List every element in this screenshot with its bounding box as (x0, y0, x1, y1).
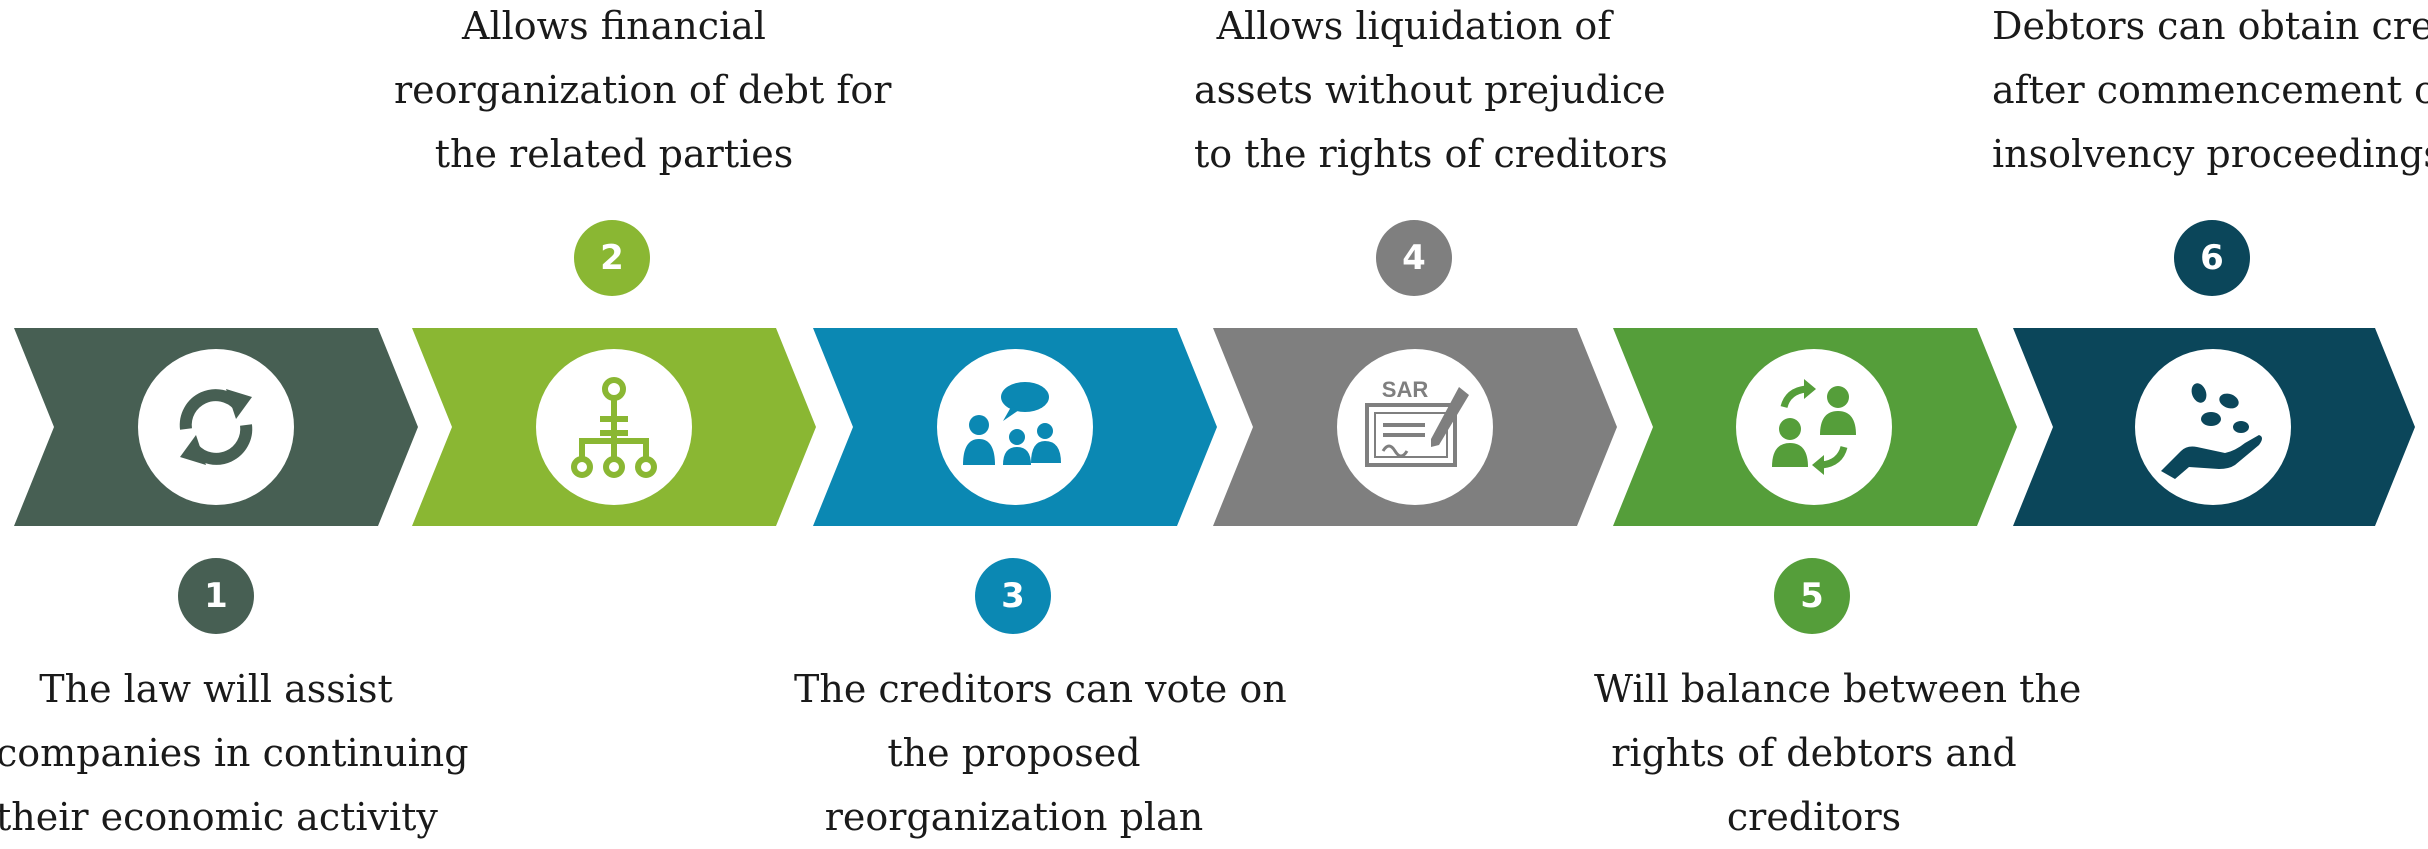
step-5-number-badge: 5 (1774, 558, 1850, 634)
people-exchange-icon (1772, 379, 1856, 475)
step-4-number-badge: 4 (1376, 220, 1452, 296)
step-4-icon-circle: SAR (1337, 349, 1493, 505)
step-3-description: The creditors can vote on the proposed r… (794, 667, 1287, 839)
step-3-icon-circle (937, 349, 1093, 505)
step-6-description: Debtors can obtain credit after commence… (1992, 4, 2428, 176)
sar-icon-text: SAR (1382, 377, 1429, 402)
step-1-number-badge: 1 (178, 558, 254, 634)
step-5-icon-circle (1736, 349, 1892, 505)
step-1-icon-circle (138, 349, 294, 505)
refresh-icon (179, 389, 253, 465)
step-2-icon-circle (536, 349, 692, 505)
step-2-description: Allows financial reorganization of debt … (394, 4, 892, 176)
sar-document-signature-icon: SAR (1365, 377, 1469, 467)
hand-coins-icon (2161, 383, 2262, 479)
step-4-description: Allows liquidation of assets without pre… (1194, 4, 1668, 176)
step-6-icon-circle (2135, 349, 2291, 505)
step-1-description: The law will assist companies in continu… (0, 667, 469, 839)
meeting-discussion-icon (963, 382, 1061, 465)
hierarchy-icon (571, 377, 657, 478)
step-2-number-badge: 2 (574, 220, 650, 296)
step-6-number-badge: 6 (2174, 220, 2250, 296)
step-3-number-badge: 3 (975, 558, 1051, 634)
step-5-description: Will balance between the rights of debto… (1594, 667, 2082, 839)
